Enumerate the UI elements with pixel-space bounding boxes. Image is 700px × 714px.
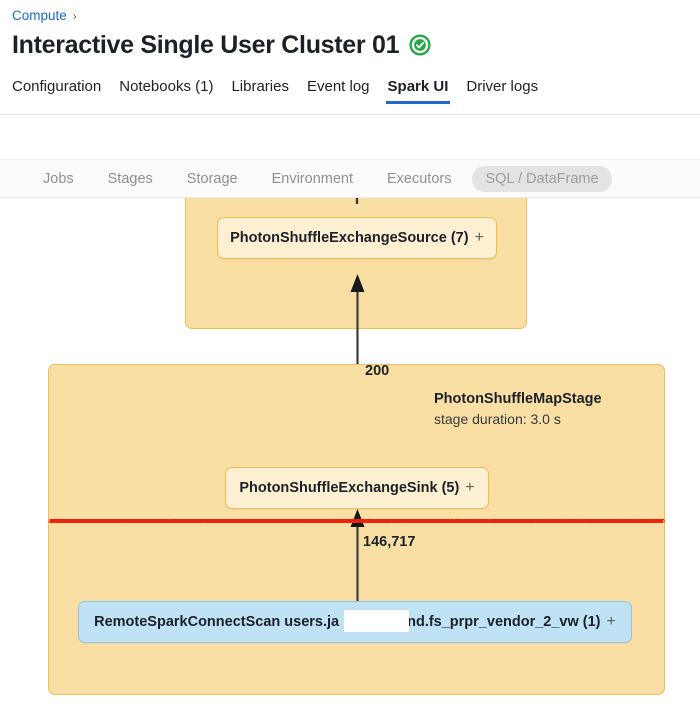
edge-scan-to-sink (350, 509, 365, 603)
sql-dag-canvas[interactable]: PhotonShuffleExchangeSource (7) + 200 Ph… (0, 198, 700, 714)
edge-arrow-stub (355, 198, 359, 204)
stage-duration: stage duration: 3.0 s (434, 411, 561, 427)
subtab-jobs[interactable]: Jobs (43, 170, 74, 187)
tab-event-log[interactable]: Event log (306, 78, 370, 95)
subtab-executors[interactable]: Executors (387, 170, 452, 187)
breadcrumb: Compute › (12, 8, 77, 23)
page-title: Interactive Single User Cluster 01 (12, 31, 400, 59)
node-label: PhotonShuffleExchangeSink (5) (239, 480, 460, 496)
stage-name: PhotonShuffleMapStage (434, 391, 602, 407)
tab-libraries[interactable]: Libraries (231, 78, 289, 95)
stage-meta-photon-shuffle-map-stage: PhotonShuffleMapStage stage duration: 3.… (434, 390, 602, 429)
expand-plus-icon[interactable]: + (474, 229, 484, 246)
expand-plus-icon[interactable]: + (606, 613, 616, 630)
subtab-sql-dataframe[interactable]: SQL / DataFrame (472, 165, 612, 192)
node-photon-shuffle-exchange-source[interactable]: PhotonShuffleExchangeSource (7) + (217, 217, 497, 259)
subtab-environment[interactable]: Environment (271, 170, 353, 187)
node-label-left: RemoteSparkConnectScan users.ja (94, 614, 340, 630)
tab-notebooks[interactable]: Notebooks (1) (119, 78, 214, 95)
edge-sink-to-source (350, 274, 365, 374)
chevron-right-icon: › (72, 8, 77, 23)
redaction-box (344, 610, 409, 632)
breadcrumb-link-compute[interactable]: Compute (12, 8, 67, 23)
cluster-tabs: Configuration Notebooks (1) Libraries Ev… (0, 78, 700, 115)
subtab-storage[interactable]: Storage (186, 170, 238, 187)
edge-count-146717: 146,717 (363, 534, 416, 550)
node-label-right: nd.fs_prpr_vendor_2_vw (1) (407, 614, 601, 630)
spark-subnav: Jobs Stages Storage Environment Executor… (0, 159, 700, 198)
tab-driver-logs[interactable]: Driver logs (466, 78, 539, 95)
node-photon-shuffle-exchange-sink[interactable]: PhotonShuffleExchangeSink (5) + (225, 467, 489, 509)
node-label: PhotonShuffleExchangeSource (7) (230, 230, 469, 246)
tab-configuration[interactable]: Configuration (12, 78, 102, 95)
check-circle-icon (409, 34, 431, 56)
subtab-stages[interactable]: Stages (107, 170, 153, 187)
edge-count-200: 200 (365, 363, 390, 379)
expand-plus-icon[interactable]: + (465, 479, 475, 496)
tab-spark-ui[interactable]: Spark UI (385, 78, 451, 104)
title-row: Interactive Single User Cluster 01 (12, 30, 431, 60)
